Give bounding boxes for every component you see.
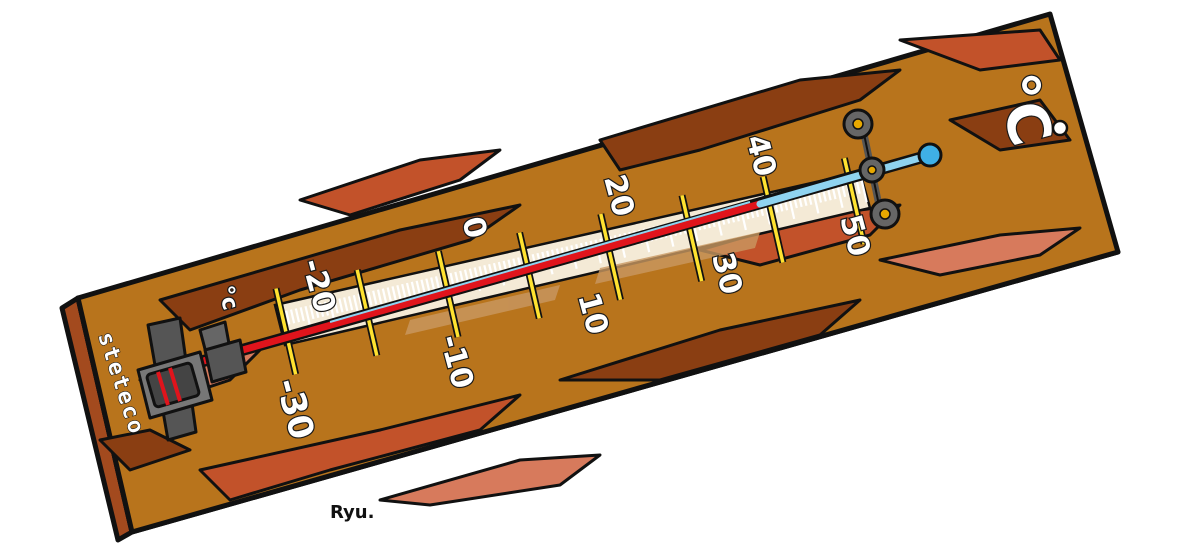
minor-tick xyxy=(415,280,421,295)
scale-band-shadow xyxy=(405,232,760,335)
minor-tick xyxy=(430,277,436,292)
minor-tick xyxy=(396,285,402,300)
minor-tick xyxy=(357,293,363,309)
minor-tick xyxy=(314,303,320,318)
minor-tick xyxy=(294,308,301,323)
minor-tick xyxy=(367,291,373,306)
minor-tick xyxy=(405,282,412,297)
minor-tick xyxy=(386,287,392,302)
wood-grain xyxy=(98,28,1082,507)
minor-tick xyxy=(333,299,339,314)
major-tick xyxy=(680,194,704,282)
label-celsius-40: 40 xyxy=(738,131,783,180)
minor-tick xyxy=(860,178,868,203)
minor-tick xyxy=(372,290,378,305)
mercury-blue-column xyxy=(756,151,934,208)
minor-tick xyxy=(285,310,291,325)
minor-tick xyxy=(391,286,397,301)
minor-tick xyxy=(289,309,296,324)
mercury-highlight xyxy=(329,201,751,323)
bottom-clamp xyxy=(136,316,248,442)
minor-tick xyxy=(836,184,844,209)
minor-tick xyxy=(410,281,417,296)
major-tick xyxy=(517,232,541,319)
minor-tick xyxy=(855,179,861,194)
minor-tick xyxy=(420,279,426,294)
minor-tick xyxy=(323,301,330,316)
minor-tick xyxy=(309,304,315,320)
minor-tick xyxy=(381,288,388,303)
top-bulb xyxy=(917,142,943,168)
minor-tick xyxy=(434,276,441,291)
minor-tick xyxy=(338,298,344,313)
top-bracket xyxy=(842,108,901,230)
major-tick xyxy=(599,213,623,301)
minor-tick xyxy=(299,307,305,322)
major-tick xyxy=(274,288,298,375)
major-tick xyxy=(761,176,785,263)
minor-tick xyxy=(347,296,354,311)
minor-tick xyxy=(343,297,349,312)
minor-tick xyxy=(318,302,325,317)
artist-signature: Ryu. xyxy=(330,502,374,523)
unit-dot xyxy=(1051,119,1069,137)
mercury-red-column xyxy=(196,200,764,366)
